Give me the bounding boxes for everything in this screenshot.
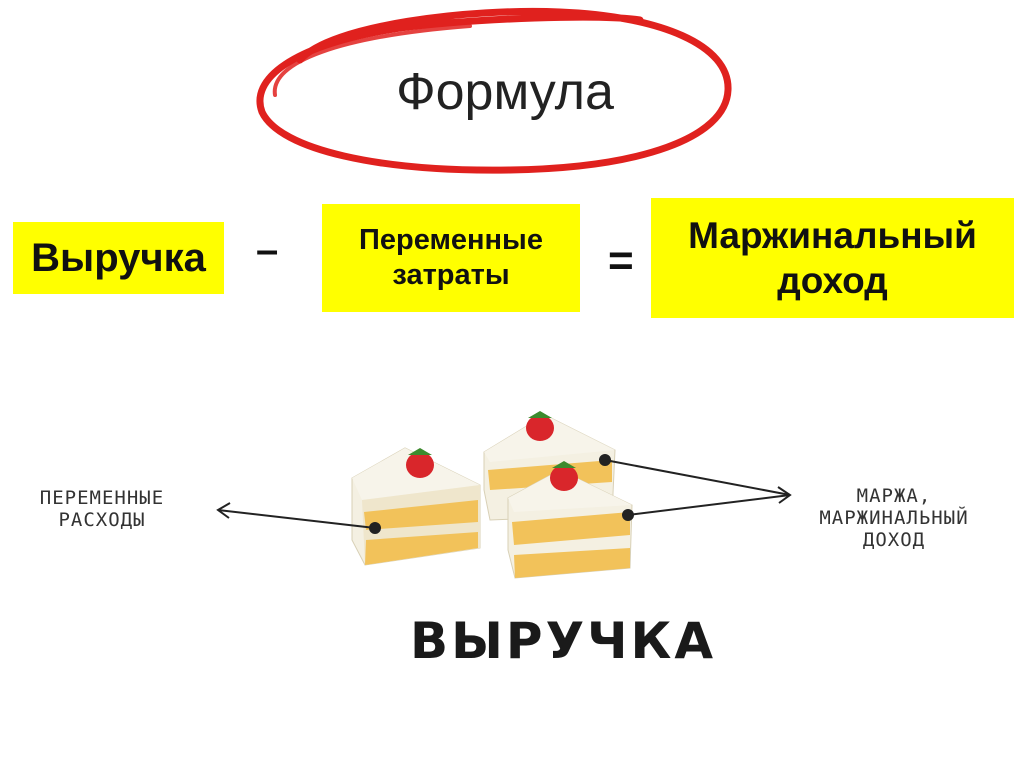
variable-costs-caption: ПЕРЕМЕННЫЕ РАСХОДЫ [39,487,165,531]
arrow-icon [216,502,381,534]
margin-label: Маржинальный доход [688,214,977,301]
arrow-icon [599,454,792,521]
strawberry-icon [406,448,434,478]
slide-title: Формула [396,63,614,121]
cake-slice-icon [507,469,633,579]
variable-costs-box: Переменные затраты [322,204,580,312]
minus-operator: – [256,228,279,272]
revenue-label: Выручка [31,235,206,280]
equals-operator: = [608,236,634,285]
variable-costs-label: Переменные затраты [359,223,543,291]
revenue-caption: ВЫРУЧКА [410,612,717,670]
strawberry-icon [550,461,578,491]
margin-box: Маржинальный доход [651,198,1014,318]
revenue-box: Выручка [13,222,224,294]
margin-caption: МАРЖА, МАРЖИНАЛЬНЫЙ ДОХОД [819,485,969,551]
strawberry-icon [526,411,554,441]
